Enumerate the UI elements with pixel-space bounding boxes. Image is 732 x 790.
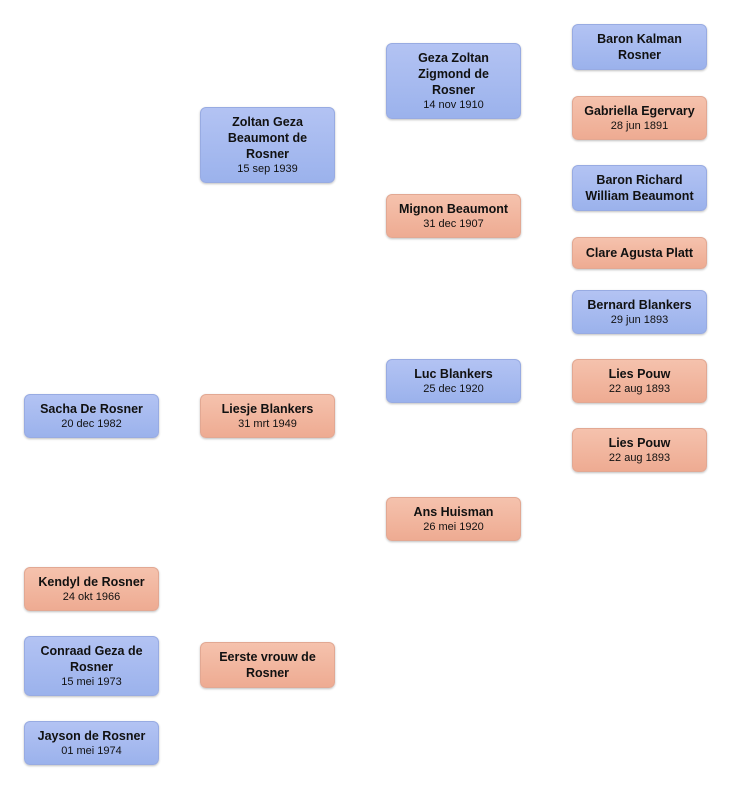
person-card-baron-kalman-rosner[interactable]: Baron Kalman Rosner (572, 24, 707, 70)
person-name: Liesje Blankers (221, 402, 314, 416)
person-name: Gabriella Egervary (584, 104, 695, 118)
person-birthdate: 20 dec 1982 (61, 418, 122, 430)
person-birthdate: 28 jun 1891 (610, 120, 669, 132)
person-name: Bernard Blankers (587, 298, 692, 312)
person-name: Lies Pouw (608, 367, 671, 381)
person-card-clare-agusta-platt[interactable]: Clare Agusta Platt (572, 237, 707, 269)
person-card-luc-blankers[interactable]: Luc Blankers 25 dec 1920 (386, 359, 521, 403)
person-birthdate: 22 aug 1893 (608, 383, 671, 395)
person-card-lies-pouw-2[interactable]: Lies Pouw 22 aug 1893 (572, 428, 707, 472)
person-card-jayson-de-rosner[interactable]: Jayson de Rosner 01 mei 1974 (24, 721, 159, 765)
person-birthdate: 31 mrt 1949 (238, 418, 297, 430)
person-card-conraad-geza-de-rosner[interactable]: Conraad Geza de Rosner 15 mei 1973 (24, 636, 159, 696)
person-name: Ans Huisman (413, 505, 494, 519)
person-card-sacha-de-rosner[interactable]: Sacha De Rosner 20 dec 1982 (24, 394, 159, 438)
person-card-kendyl-de-rosner[interactable]: Kendyl de Rosner 24 okt 1966 (24, 567, 159, 611)
person-birthdate: 26 mei 1920 (423, 521, 484, 533)
person-name: Geza Zoltan Zigmond de Rosner (418, 51, 489, 97)
person-name: Eerste vrouw de Rosner (219, 650, 316, 680)
person-birthdate: 25 dec 1920 (423, 383, 484, 395)
person-card-eerste-vrouw-de-rosner[interactable]: Eerste vrouw de Rosner (200, 642, 335, 688)
person-birthdate: 15 sep 1939 (237, 163, 298, 175)
person-name: Baron Richard William Beaumont (585, 173, 694, 203)
person-birthdate: 14 nov 1910 (423, 99, 484, 111)
person-card-baron-richard-william-beaumont[interactable]: Baron Richard William Beaumont (572, 165, 707, 211)
person-card-ans-huisman[interactable]: Ans Huisman 26 mei 1920 (386, 497, 521, 541)
person-birthdate: 29 jun 1893 (610, 314, 669, 326)
person-card-gabriella-egervary[interactable]: Gabriella Egervary 28 jun 1891 (572, 96, 707, 140)
person-name: Kendyl de Rosner (38, 575, 145, 589)
person-name: Mignon Beaumont (398, 202, 508, 216)
person-name: Baron Kalman Rosner (597, 32, 682, 62)
person-birthdate: 24 okt 1966 (62, 591, 121, 603)
person-name: Clare Agusta Platt (585, 246, 694, 260)
person-name: Zoltan Geza Beaumont de Rosner (227, 115, 308, 161)
person-name: Lies Pouw (608, 436, 671, 450)
person-birthdate: 31 dec 1907 (423, 218, 484, 230)
person-card-lies-pouw-1[interactable]: Lies Pouw 22 aug 1893 (572, 359, 707, 403)
person-card-mignon-beaumont[interactable]: Mignon Beaumont 31 dec 1907 (386, 194, 521, 238)
person-birthdate: 15 mei 1973 (61, 676, 122, 688)
person-card-liesje-blankers[interactable]: Liesje Blankers 31 mrt 1949 (200, 394, 335, 438)
person-name: Jayson de Rosner (37, 729, 146, 743)
person-name: Luc Blankers (414, 367, 493, 381)
person-card-bernard-blankers[interactable]: Bernard Blankers 29 jun 1893 (572, 290, 707, 334)
person-card-geza-zoltan-zigmond-de-rosner[interactable]: Geza Zoltan Zigmond de Rosner 14 nov 191… (386, 43, 521, 119)
person-card-zoltan-geza-beaumont-de-rosner[interactable]: Zoltan Geza Beaumont de Rosner 15 sep 19… (200, 107, 335, 183)
person-birthdate: 22 aug 1893 (608, 452, 671, 464)
person-name: Conraad Geza de Rosner (40, 644, 143, 674)
person-birthdate: 01 mei 1974 (61, 745, 122, 757)
person-name: Sacha De Rosner (40, 402, 143, 416)
